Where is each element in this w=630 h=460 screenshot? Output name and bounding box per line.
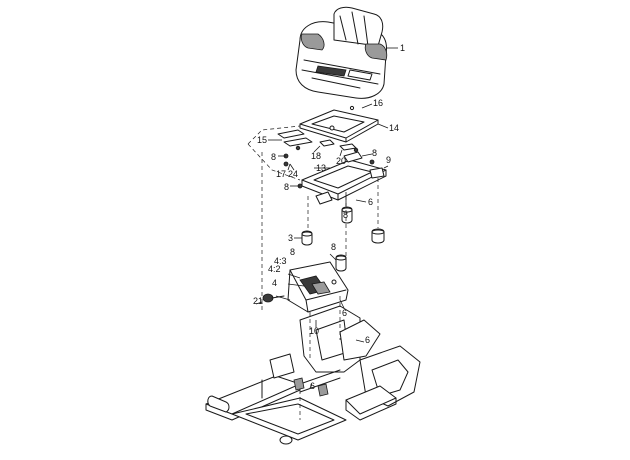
- callout-6-lower: 6: [310, 381, 315, 391]
- callout-6-upper: 6: [368, 197, 373, 207]
- callout-17: 17: [276, 169, 286, 179]
- callout-15: 15: [257, 135, 267, 145]
- callout-10: 10: [309, 326, 319, 336]
- seat-slide-rails: [277, 129, 357, 151]
- assembly-centerlines: [247, 125, 379, 420]
- callout-24: 24: [288, 169, 298, 179]
- callout-21: 21: [253, 296, 263, 306]
- callout-8-lower-a: 8: [290, 247, 295, 257]
- seat-base-frame: [301, 151, 387, 205]
- seat-assembly: [295, 6, 388, 99]
- callout-labels: 1 16 14 15 18 20 8 24 17 13 8 9 8 6 8 3 …: [253, 43, 405, 391]
- callout-3: 3: [288, 233, 293, 243]
- callout-14: 14: [389, 123, 399, 133]
- chassis-frame: [205, 305, 421, 445]
- callout-9: 9: [386, 155, 391, 165]
- callout-18: 18: [311, 151, 321, 161]
- callout-8-upper-right: 8: [372, 148, 377, 158]
- callout-4: 4: [272, 278, 277, 288]
- callout-13: 13: [316, 163, 326, 173]
- callout-8-mid-left: 8: [284, 182, 289, 192]
- callout-20: 20: [336, 156, 346, 166]
- callout-4-3: 4:3: [274, 256, 287, 266]
- seat-mount-plate: [299, 105, 379, 143]
- leader-lines: [255, 47, 398, 389]
- isolator-mounts: [301, 206, 385, 272]
- console-cover: [287, 261, 349, 313]
- callout-1: 1: [400, 43, 405, 53]
- callout-8-mid: 8: [343, 210, 348, 220]
- adjustment-knob: [262, 293, 285, 303]
- callout-6-right: 6: [365, 335, 370, 345]
- callout-8-lower-b: 8: [331, 242, 336, 252]
- callout-4-2: 4:2: [268, 264, 281, 274]
- callout-6-middle: 6: [342, 308, 347, 318]
- callout-8-upper-left: 8: [271, 152, 276, 162]
- callout-16: 16: [373, 98, 383, 108]
